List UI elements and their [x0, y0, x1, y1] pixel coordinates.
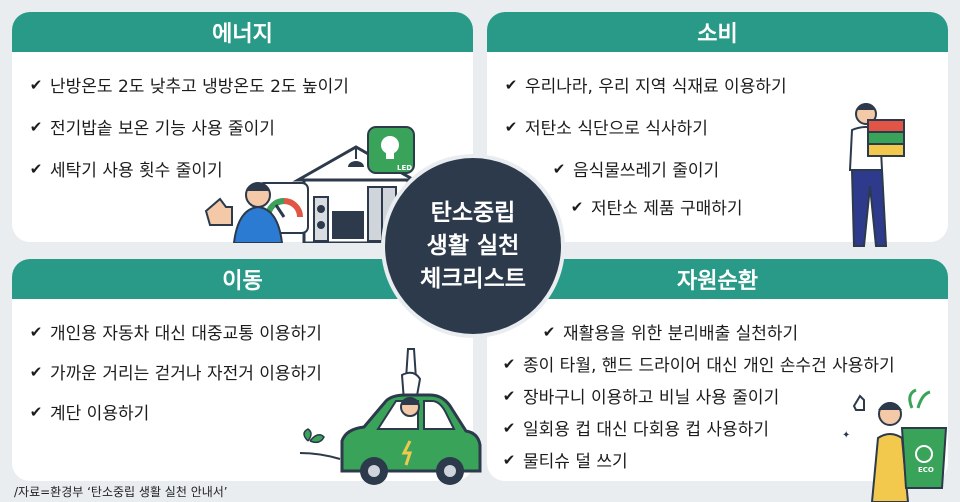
recycling-item-5: ✔물티슈 덜 쓰기: [499, 447, 628, 473]
check-icon: ✔: [502, 450, 516, 469]
recycling-item-1: ✔재활용을 위한 분리배출 실천하기: [539, 319, 798, 345]
energy-item-3: ✔세탁기 사용 횟수 줄이기: [26, 156, 223, 182]
led-label: LED: [397, 164, 413, 172]
check-icon: ✔: [29, 75, 43, 94]
check-icon: ✔: [29, 362, 43, 381]
eco-bag-label: ECO: [918, 466, 934, 474]
recycling-item-3: ✔장바구니 이용하고 비닐 사용 줄이기: [499, 383, 780, 409]
consumption-item-2: ✔저탄소 식단으로 식사하기: [501, 114, 708, 140]
check-icon: ✔: [542, 322, 556, 341]
consumption-item-3: ✔음식물쓰레기 줄이기: [549, 156, 719, 182]
energy-item-2: ✔전기밥솥 보온 기능 사용 줄이기: [26, 114, 275, 140]
center-title-circle: 탄소중립 생활 실천 체크리스트: [385, 158, 561, 334]
check-icon: ✔: [570, 197, 584, 216]
center-title-line-3: 체크리스트: [420, 265, 526, 292]
check-icon: ✔: [504, 75, 518, 94]
energy-item-1: ✔난방온도 2도 낮추고 냉방온도 2도 높이기: [26, 72, 349, 98]
transport-item-2: ✔가까운 거리는 걷거나 자전거 이용하기: [26, 359, 322, 385]
check-icon: ✔: [502, 354, 516, 373]
check-icon: ✔: [29, 322, 43, 341]
recycling-item-2: ✔종이 타월, 핸드 드라이어 대신 개인 손수건 사용하기: [499, 351, 895, 377]
consumption-title: 소비: [487, 12, 948, 52]
check-icon: ✔: [502, 386, 516, 405]
source-note: /자료=환경부 ‘탄소중립 생활 실천 안내서’: [14, 485, 228, 499]
eco-bag-illustration: ✦: [842, 388, 948, 502]
energy-title: 에너지: [12, 12, 473, 52]
check-icon: ✔: [29, 402, 43, 421]
check-icon: ✔: [504, 117, 518, 136]
check-icon: ✔: [29, 159, 43, 178]
consumption-item-1: ✔우리나라, 우리 지역 식재료 이용하기: [501, 72, 787, 98]
transport-item-1: ✔개인용 자동차 대신 대중교통 이용하기: [26, 319, 322, 345]
consumption-item-4: ✔저탄소 제품 구매하기: [567, 194, 743, 220]
recycling-item-4: ✔일회용 컵 대신 다회용 컵 사용하기: [499, 415, 769, 441]
transport-item-3: ✔계단 이용하기: [26, 399, 150, 425]
check-icon: ✔: [502, 418, 516, 437]
check-icon: ✔: [29, 117, 43, 136]
recycling-title: 자원순환: [487, 259, 948, 299]
person-with-boxes-illustration: [848, 103, 905, 247]
electric-car-illustration: [299, 348, 482, 485]
center-title-line-2: 생활 실천: [426, 232, 520, 259]
svg-text:✦: ✦: [842, 430, 850, 441]
center-title-line-1: 탄소중립: [430, 199, 516, 226]
check-icon: ✔: [552, 159, 566, 178]
recycling-panel: 자원순환 ✔재활용을 위한 분리배출 실천하기 ✔종이 타월, 핸드 드라이어 …: [487, 259, 948, 481]
